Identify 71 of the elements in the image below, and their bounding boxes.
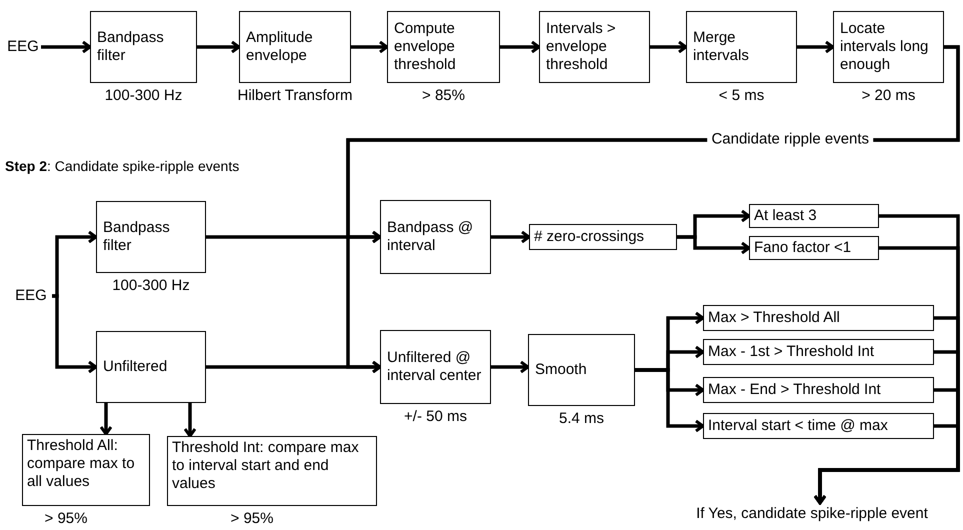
arrow (184, 403, 196, 438)
arrow (814, 424, 960, 504)
process-box (703, 377, 934, 403)
edge-label: Candidate ripple events (707, 130, 874, 150)
box-text: Locate intervals long enough (840, 20, 930, 74)
process-box (167, 436, 377, 506)
box-text: At least 3 (754, 206, 818, 226)
arrow (206, 230, 382, 244)
arrow (635, 368, 704, 432)
arrow (677, 235, 750, 254)
parameter-label: < 5 ms (718, 87, 764, 106)
arrow (41, 40, 92, 54)
box-text: Unfiltered @ interval center (387, 349, 482, 385)
arrow (197, 40, 240, 54)
arrow (500, 40, 540, 54)
box-text: Unfiltered (103, 358, 168, 376)
arrow (650, 40, 688, 54)
parameter-label: > 95% (44, 510, 88, 529)
parameter-label: > 85% (422, 87, 465, 106)
process-box (749, 236, 879, 260)
box-text: Max - 1st > Threshold Int (708, 342, 876, 362)
flow-text: EEG (5, 37, 41, 57)
box-text: Fano factor <1 (754, 238, 852, 258)
process-box (833, 11, 944, 83)
parameter-label: 100-300 Hz (112, 277, 190, 296)
box-text: Max > Threshold All (708, 308, 841, 328)
arrow (206, 360, 382, 374)
box-text: Amplitude envelope (246, 29, 314, 65)
box-text: Bandpass @ interval (387, 219, 474, 255)
arrow (797, 40, 834, 54)
process-box (539, 11, 650, 83)
process-box (529, 224, 677, 250)
parameter-label: 5.4 ms (559, 410, 604, 429)
process-box (686, 11, 797, 83)
box-text: Smooth (535, 361, 588, 379)
box-text: Threshold Int: compare max to interval start and end values (172, 439, 360, 493)
step-heading: Step 2: Candidate spike-ripple events (5, 158, 240, 176)
process-box (528, 334, 635, 406)
process-box (239, 11, 351, 83)
box-text: Max - End > Threshold Int (708, 380, 882, 400)
box-text: # zero-crossings (534, 228, 646, 246)
arrow (100, 403, 112, 436)
arrow (52, 294, 98, 374)
arrow (491, 230, 530, 244)
box-text: Interval start < time @ max (708, 416, 889, 436)
process-box (380, 200, 491, 274)
box-text: Compute envelope threshold (394, 20, 457, 74)
flow-text: EEG (10, 286, 52, 306)
process-box (22, 434, 150, 506)
box-text: Intervals > envelope threshold (546, 20, 617, 74)
parameter-label: Hilbert Transform (237, 87, 353, 106)
process-box (96, 201, 206, 273)
parameter-label: +/- 50 ms (404, 408, 467, 427)
process-box (703, 305, 934, 331)
box-text: Bandpass filter (97, 29, 165, 65)
box-text: Merge intervals (693, 29, 750, 65)
process-box (749, 204, 879, 228)
arrow (491, 360, 530, 374)
process-box (380, 330, 491, 404)
process-box (96, 331, 206, 403)
parameter-label: > 95% (230, 510, 274, 529)
box-text: Bandpass filter (103, 219, 171, 255)
box-text: Threshold All: compare max to all values (27, 437, 136, 491)
parameter-label: > 20 ms (862, 87, 916, 106)
process-box (703, 413, 934, 439)
process-box (90, 11, 197, 83)
parameter-label: 100-300 Hz (104, 87, 182, 106)
process-box (387, 11, 500, 83)
process-box (703, 339, 934, 365)
arrow (351, 40, 388, 54)
flow-text: If Yes, candidate spike-ripple event (664, 503, 960, 525)
